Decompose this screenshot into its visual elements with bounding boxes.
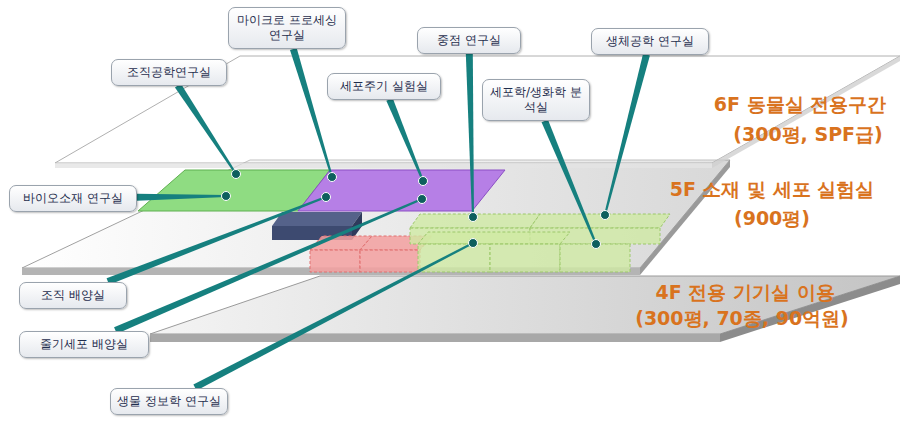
leader-dot — [419, 177, 428, 186]
leader-line — [466, 53, 474, 217]
callout-box: 중점 연구실 — [417, 27, 521, 54]
callout-text: 중점 연구실 — [424, 33, 514, 48]
callout-text: 세포주기 실험실 — [334, 79, 434, 94]
floor-label: 5F 소재 및 세포 실험실 — [670, 177, 875, 201]
leader-line — [137, 194, 226, 201]
callout-box: 조직 배양실 — [19, 282, 127, 309]
leader-dot — [592, 240, 601, 249]
leader-dot — [469, 213, 478, 222]
callout-text: 마이크로 프로세싱 연구실 — [235, 13, 339, 43]
floor-label: 4F 전용 기기실 이용 — [655, 280, 834, 304]
leader-dot — [418, 195, 427, 204]
callout-text: 바이오소재 연구실 — [16, 191, 130, 206]
callout-box: 마이크로 프로세싱 연구실 — [228, 7, 346, 49]
callout-box: 세포주기 실험실 — [327, 73, 441, 100]
leader-dot — [222, 192, 231, 201]
callout-text: 조직공학연구실 — [118, 65, 220, 80]
floor-label: (300평, SPF급) — [733, 122, 882, 146]
leader-line — [114, 198, 422, 334]
leader-line — [542, 120, 597, 245]
leader-dot — [328, 173, 337, 182]
leader-dot — [322, 193, 331, 202]
floor-label: 6F 동물실 전용구간 — [714, 92, 886, 116]
callout-box: 줄기세포 배양실 — [19, 331, 149, 358]
callout-box: 세포학/생화학 분석실 — [482, 79, 590, 121]
callout-box: 생체공학 연구실 — [591, 28, 709, 55]
leader-line — [107, 196, 327, 285]
leader-dot — [601, 211, 610, 220]
leader-dot — [232, 170, 241, 179]
leader-dot — [469, 239, 478, 248]
callout-box: 생물 정보학 연구실 — [110, 388, 228, 415]
floor-6f — [55, 56, 900, 168]
callout-text: 생체공학 연구실 — [598, 34, 702, 49]
callout-text: 세포학/생화학 분석실 — [489, 85, 583, 115]
callout-text: 줄기세포 배양실 — [26, 337, 142, 352]
floor-label: (300평, 70종, 90억원) — [635, 306, 849, 330]
callout-box: 조직공학연구실 — [111, 59, 227, 86]
leader-line — [193, 242, 473, 390]
leader-line — [604, 54, 650, 216]
leader-line — [290, 48, 333, 177]
leader-line — [175, 84, 237, 175]
floor-4f — [150, 276, 900, 342]
callout-text: 생물 정보학 연구실 — [117, 394, 221, 409]
lab-blocks — [138, 170, 670, 272]
callout-text: 조직 배양실 — [26, 288, 120, 303]
callout-box: 바이오소재 연구실 — [9, 185, 137, 212]
floor-label: (900평) — [734, 206, 810, 230]
leader-line — [386, 98, 424, 181]
